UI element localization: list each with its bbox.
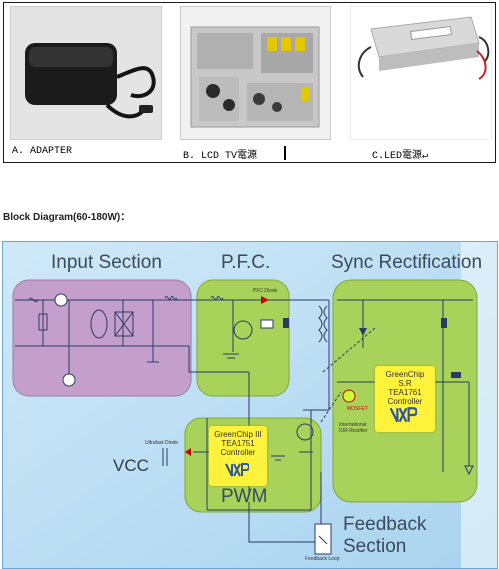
pwm-chip-line2: TEA1751 (221, 439, 255, 448)
pwm-controller-chip: GreenChip III TEA1751 Controller (209, 426, 267, 486)
caption-adapter: A. ADAPTER (12, 146, 73, 157)
sr-chip-line1: GreenChip (385, 370, 425, 379)
sr-chip-line2: S.R (398, 379, 412, 388)
led-driver-photo (350, 6, 492, 140)
mosfet-label: MOSFET (347, 406, 368, 412)
pfc-diode-label: PFC Diode (253, 288, 278, 294)
block-diagram-heading: Block Diagram(60-180W)： (3, 212, 131, 223)
feedback-section-label-line1: Feedback (343, 514, 427, 535)
adapter-photo (10, 6, 162, 140)
caption-led-power: C.LED電源↵ (372, 151, 429, 162)
pfc-section-label: P.F.C. (221, 252, 271, 273)
vcc-label: VCC (113, 456, 149, 475)
sr-chip-line3: TEA1761 (388, 388, 422, 397)
pwm-section-label: PWM (221, 486, 268, 507)
ir-logo-line1: International (339, 422, 367, 428)
nxp-logo-icon (225, 463, 249, 477)
sr-chip-line4: Controller (387, 397, 423, 406)
feedback-loop-label: Feedback Loop (305, 556, 340, 562)
ultrafast-diode-label: Ultrafast Diode (145, 440, 179, 446)
pwm-chip-line1: GreenChip III (214, 430, 262, 439)
nxp-logo-icon-sr (389, 407, 417, 423)
caption-divider (284, 146, 286, 160)
caption-lcd-tv-power: B. LCD TV電源 (183, 151, 258, 162)
input-section-label: Input Section (51, 252, 162, 273)
block-diagram: Input Section P.F.C. Sync Rectification … (2, 241, 498, 569)
pwm-chip-line3: Controller (220, 448, 256, 457)
sync-rectification-label: Sync Rectification (331, 252, 483, 273)
ir-logo-line2: IOR Rectifier (339, 428, 368, 434)
tv-power-board-photo (180, 6, 331, 140)
feedback-section-label-line2: Section (343, 536, 407, 557)
